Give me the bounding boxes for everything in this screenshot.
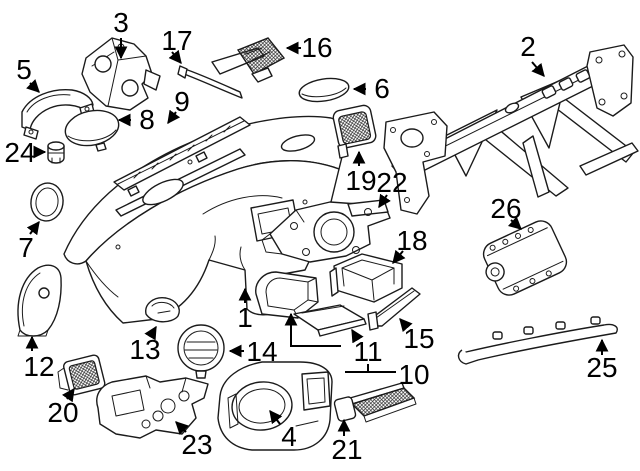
callout-12: 12 <box>23 335 55 382</box>
callout-8: 8 <box>117 104 155 135</box>
callout-26: 26 <box>490 193 522 230</box>
callout-6: 6 <box>352 73 390 104</box>
callout-14: 14 <box>228 336 278 367</box>
callout-10: 10 <box>284 312 430 390</box>
callout-2: 2 <box>520 31 545 77</box>
part-illustration-18 <box>329 253 403 303</box>
callout-label-21: 21 <box>331 434 362 465</box>
callout-label-17: 17 <box>161 25 192 56</box>
part-illustration-15 <box>367 287 421 331</box>
part-illustration-4 <box>217 361 333 451</box>
callout-label-26: 26 <box>490 193 521 224</box>
callout-label-8: 8 <box>139 104 155 135</box>
part-illustration-13 <box>145 297 180 323</box>
callout-label-6: 6 <box>374 73 390 104</box>
callout-label-3: 3 <box>113 7 129 38</box>
callout-label-14: 14 <box>246 336 277 367</box>
callout-19: 19 <box>345 150 377 196</box>
callout-23: 23 <box>175 421 213 460</box>
part-illustration-25 <box>457 316 618 365</box>
part-illustration-24 <box>47 141 65 164</box>
callout-21: 21 <box>331 418 363 465</box>
callout-24: 24 <box>4 137 47 168</box>
part-illustration-26 <box>482 220 568 296</box>
callout-13: 13 <box>129 325 161 365</box>
callout-label-25: 25 <box>586 352 617 383</box>
callout-label-1: 1 <box>237 302 253 333</box>
part-illustration-19 <box>332 104 377 159</box>
part-illustration-10 <box>255 271 319 319</box>
callout-label-4: 4 <box>281 421 297 452</box>
part-illustration-14 <box>177 324 225 379</box>
part-illustration-17 <box>177 65 243 99</box>
callout-5: 5 <box>16 54 40 93</box>
callout-22: 22 <box>376 167 408 209</box>
part-illustration-20 <box>57 354 106 396</box>
part-illustration-11 <box>293 304 367 337</box>
callout-label-2: 2 <box>520 31 536 62</box>
callout-3: 3 <box>113 7 129 60</box>
callout-label-13: 13 <box>129 334 160 365</box>
part-illustration-16 <box>211 37 286 83</box>
part-illustration-22 <box>261 199 391 263</box>
callout-label-11: 11 <box>353 336 382 367</box>
callout-label-9: 9 <box>174 86 190 117</box>
callout-17: 17 <box>161 25 193 65</box>
part-illustration-3 <box>81 37 161 111</box>
callout-label-24: 24 <box>4 137 35 168</box>
callout-label-10: 10 <box>398 359 429 390</box>
part-illustration-12 <box>17 264 62 337</box>
callout-4: 4 <box>269 409 297 452</box>
callout-label-19: 19 <box>345 165 376 196</box>
callout-label-15: 15 <box>403 323 434 354</box>
callout-label-20: 20 <box>47 397 78 428</box>
callout-16: 16 <box>285 32 333 63</box>
callout-label-12: 12 <box>23 351 54 382</box>
callout-label-7: 7 <box>18 232 34 263</box>
callout-11: 11 <box>351 328 383 367</box>
callout-label-23: 23 <box>181 429 212 460</box>
callout-label-22: 22 <box>376 167 407 198</box>
callout-label-16: 16 <box>301 32 332 63</box>
callout-9: 9 <box>167 86 190 125</box>
part-illustration-8 <box>64 109 120 152</box>
part-illustration-6 <box>298 77 350 103</box>
callout-15: 15 <box>399 318 435 354</box>
callout-label-5: 5 <box>16 54 32 85</box>
callout-1: 1 <box>237 287 253 333</box>
part-illustration-9 <box>113 116 251 197</box>
callout-label-18: 18 <box>396 225 427 256</box>
callout-20: 20 <box>47 387 79 428</box>
part-illustration-2 <box>383 44 639 215</box>
callout-25: 25 <box>586 338 618 383</box>
part-illustration-7 <box>30 182 64 222</box>
callout-18: 18 <box>392 225 428 264</box>
callout-7: 7 <box>18 220 40 263</box>
